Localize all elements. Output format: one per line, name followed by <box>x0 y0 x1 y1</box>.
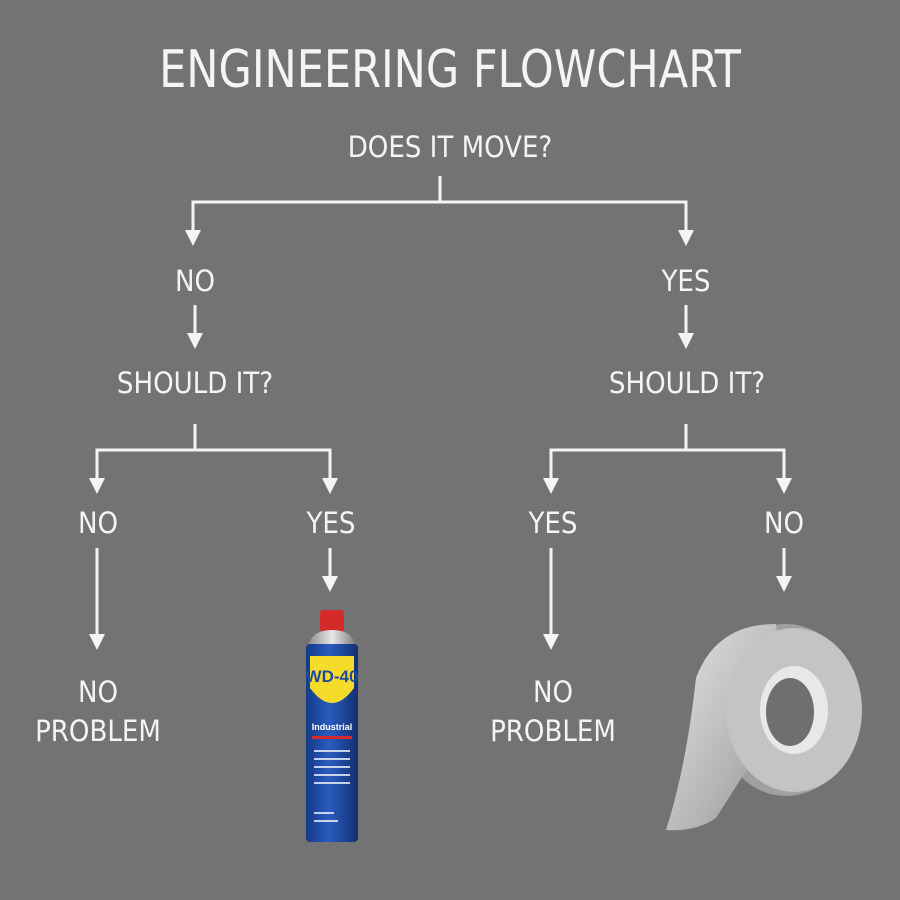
left-split <box>95 448 332 480</box>
left-no-answer: NO <box>77 506 119 540</box>
wd40-can-icon: WD-40 Industrial <box>306 610 359 842</box>
right-result-line1: NO <box>532 675 574 709</box>
duct-tape-icon <box>666 624 862 831</box>
right-split <box>549 448 786 480</box>
arrowhead-icon <box>89 478 105 494</box>
arrowhead-icon <box>678 333 694 349</box>
left-result-line1: NO <box>77 675 119 709</box>
arrowhead-icon <box>185 230 201 246</box>
arrowhead-icon <box>776 576 792 592</box>
arrowhead-icon <box>89 634 105 650</box>
right-answer: YES <box>661 264 711 298</box>
arrowhead-icon <box>322 576 338 592</box>
right-result-line2: PROBLEM <box>490 714 616 748</box>
arrowhead-icon <box>776 478 792 494</box>
left-question: SHOULD IT? <box>116 366 274 400</box>
arrowhead-icon <box>543 478 559 494</box>
flowchart-title: ENGINEERING FLOWCHART <box>159 40 741 100</box>
svg-text:Industrial: Industrial <box>312 722 353 732</box>
arrowhead-icon <box>322 478 338 494</box>
left-answer: NO <box>174 264 216 298</box>
arrowhead-icon <box>187 333 203 349</box>
arrowhead-icon <box>543 634 559 650</box>
right-question: SHOULD IT? <box>608 366 766 400</box>
right-yes-answer: YES <box>528 506 578 540</box>
root-split <box>191 200 688 232</box>
left-result-line2: PROBLEM <box>35 714 161 748</box>
svg-text:WD-40: WD-40 <box>306 667 359 686</box>
left-yes-answer: YES <box>306 506 356 540</box>
right-no-answer: NO <box>763 506 805 540</box>
root-question: DOES IT MOVE? <box>347 130 553 164</box>
arrowhead-icon <box>678 230 694 246</box>
